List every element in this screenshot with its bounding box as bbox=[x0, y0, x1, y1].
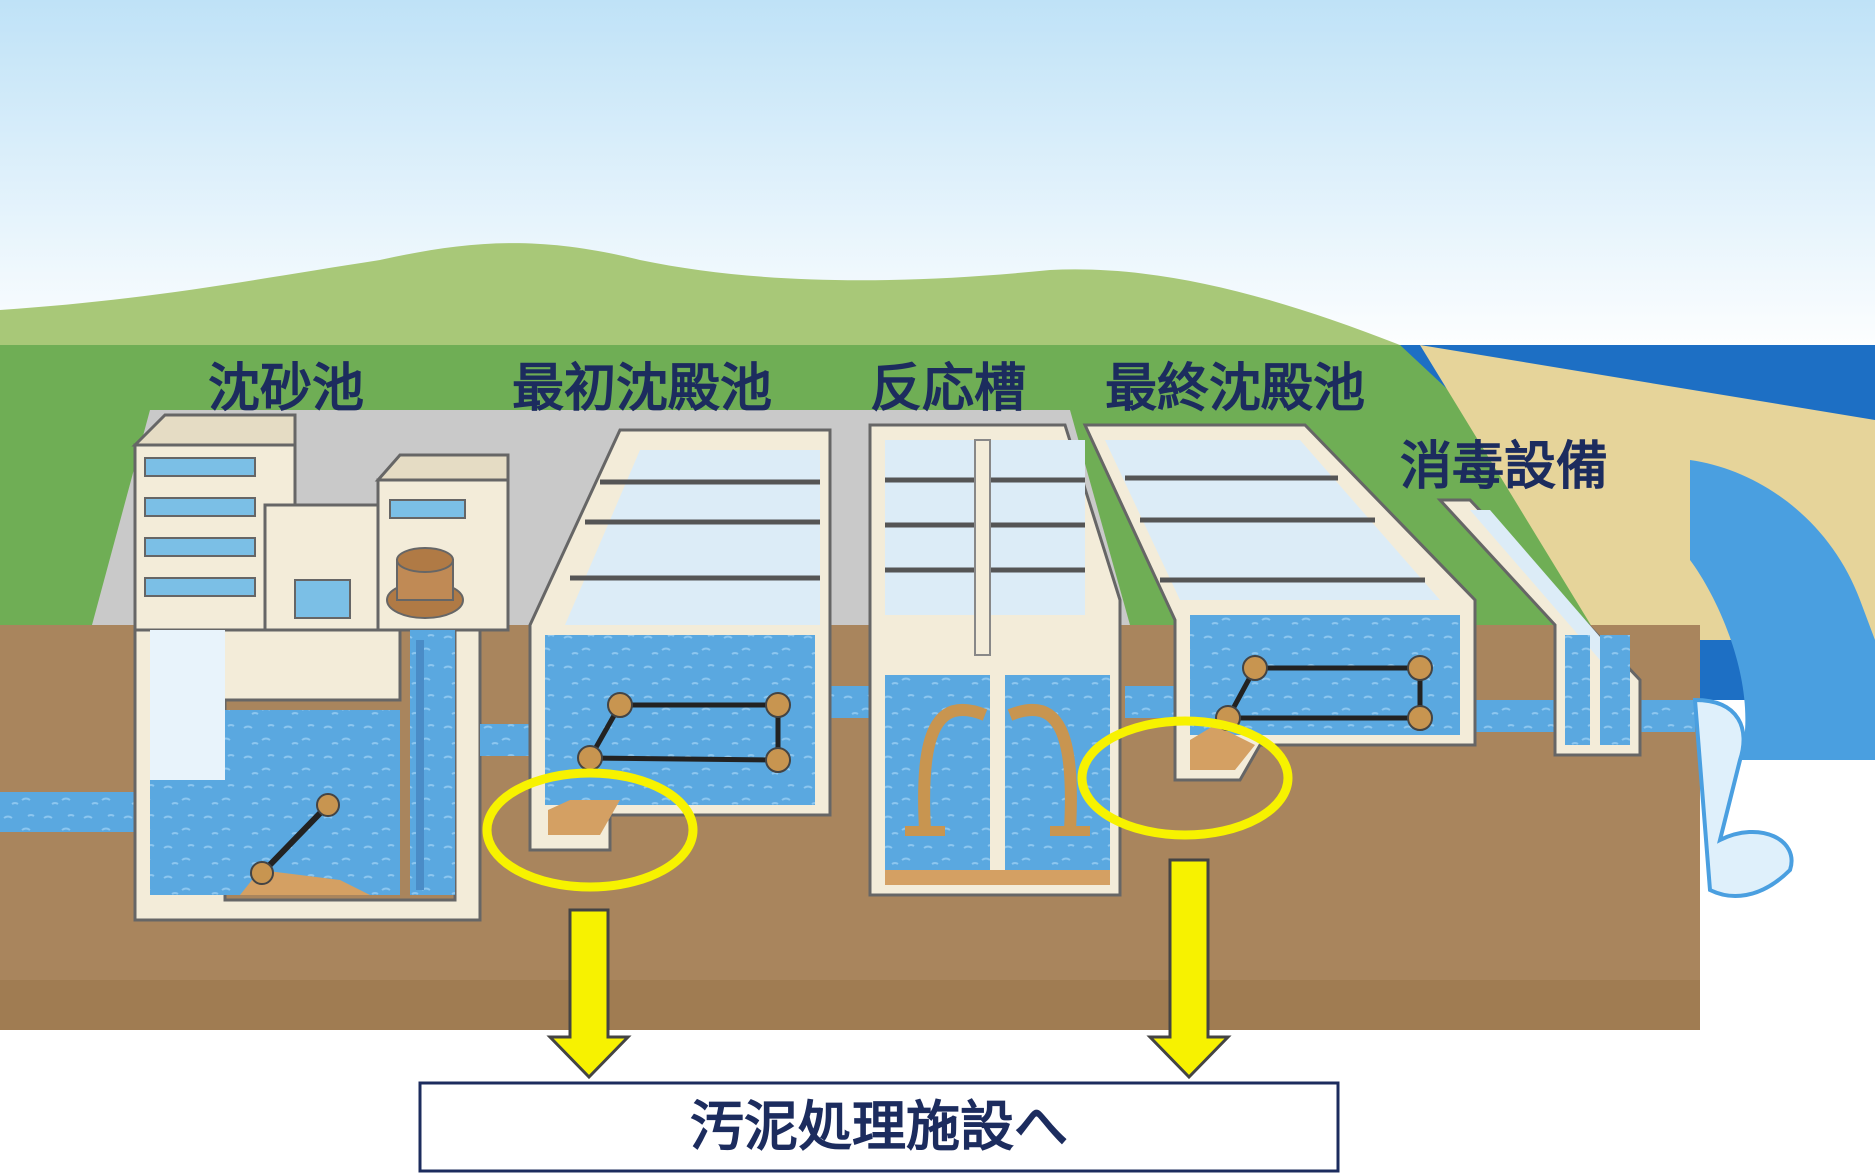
primary-sedimentation-structure bbox=[528, 428, 832, 852]
sludge-destination-label: 汚泥処理施設へ bbox=[690, 1095, 1068, 1158]
final-sedimentation-structure bbox=[1082, 423, 1477, 782]
label-reaction-tank: 反応槽 bbox=[870, 359, 1026, 419]
sludge-arrow-final bbox=[1146, 858, 1232, 1080]
label-disinfection: 消毒設備 bbox=[1400, 437, 1608, 497]
inflow-pipe bbox=[0, 792, 150, 832]
primary-sludge-highlight bbox=[482, 768, 698, 892]
label-final-sedimentation: 最終沈殿池 bbox=[1105, 359, 1365, 419]
label-grit-chamber: 沈砂池 bbox=[208, 359, 364, 419]
sludge-arrow-primary bbox=[546, 908, 632, 1080]
ground-lower bbox=[0, 980, 1700, 1030]
disinfection-structure bbox=[1436, 498, 1642, 757]
label-primary-sedimentation: 最初沈殿池 bbox=[512, 359, 772, 419]
outfall-flow bbox=[1692, 697, 1794, 898]
river bbox=[1690, 460, 1875, 760]
grit-chamber-structure bbox=[131, 413, 510, 922]
sludge-destination-box: 汚泥処理施設へ bbox=[418, 1081, 1340, 1173]
final-sludge-highlight bbox=[1077, 716, 1293, 840]
reaction-tank-structure bbox=[868, 423, 1122, 897]
